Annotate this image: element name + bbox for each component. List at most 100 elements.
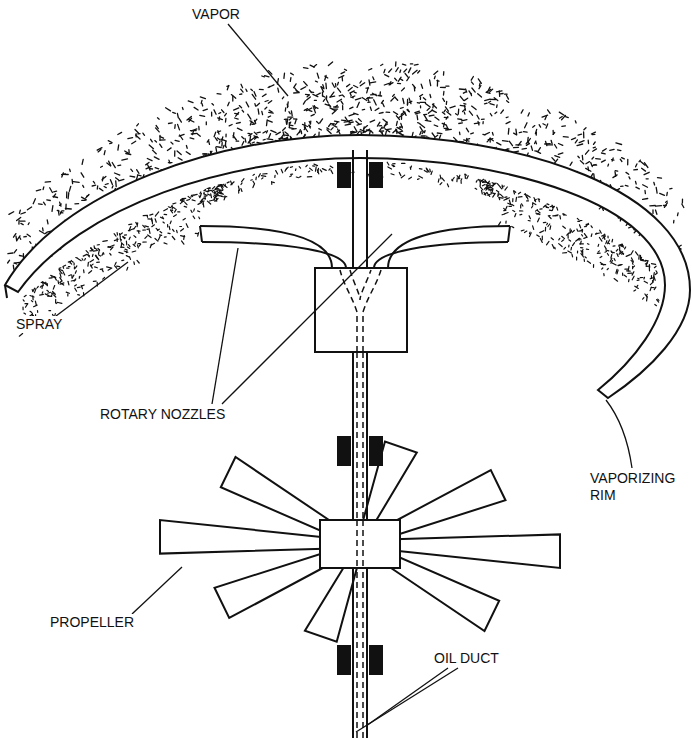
- speckle: [530, 233, 532, 237]
- speckle: [537, 235, 539, 237]
- speckle: [69, 169, 71, 171]
- speckle: [177, 114, 179, 118]
- speckle: [102, 176, 106, 179]
- speckle: [120, 240, 122, 242]
- speckle: [386, 112, 390, 114]
- speckle: [418, 122, 420, 124]
- speckle: [201, 198, 203, 201]
- speckle: [127, 247, 129, 248]
- speckle: [582, 230, 584, 232]
- speckle: [339, 94, 342, 96]
- speckle: [602, 268, 603, 269]
- speckle: [290, 124, 293, 126]
- speckle: [355, 98, 360, 100]
- speckle: [179, 118, 182, 122]
- speckle: [457, 176, 460, 179]
- speckle: [536, 213, 540, 215]
- speckle: [93, 281, 96, 282]
- speckle: [42, 187, 44, 190]
- speckle: [568, 245, 569, 247]
- speckle: [505, 221, 506, 223]
- speckle: [124, 251, 128, 252]
- speckle: [285, 168, 287, 171]
- speckle: [186, 152, 190, 155]
- speckle: [593, 265, 594, 268]
- speckle: [617, 254, 618, 257]
- speckle: [389, 69, 392, 72]
- speckle: [335, 122, 337, 125]
- speckle: [132, 251, 136, 252]
- speckle: [576, 257, 577, 260]
- speckle: [133, 262, 135, 265]
- speckle: [283, 128, 286, 131]
- speckle: [75, 203, 79, 204]
- speckle: [296, 91, 299, 93]
- speckle: [87, 262, 89, 266]
- speckle: [143, 229, 146, 230]
- speckle: [225, 113, 227, 115]
- speckle: [472, 106, 477, 109]
- speckle: [500, 194, 503, 197]
- speckle: [497, 143, 501, 145]
- speckle: [564, 247, 566, 249]
- speckle: [622, 253, 624, 255]
- speckle: [359, 119, 362, 122]
- speckle: [47, 199, 51, 201]
- speckle: [489, 101, 491, 102]
- speckle: [480, 180, 484, 182]
- speckle: [446, 117, 448, 120]
- speckle: [97, 262, 100, 263]
- speckle: [588, 140, 590, 143]
- speckle: [582, 250, 584, 253]
- speckle: [490, 104, 494, 105]
- speckle: [83, 270, 85, 273]
- speckle: [219, 141, 221, 143]
- speckle: [512, 199, 513, 202]
- speckle: [154, 157, 159, 159]
- speckle: [92, 184, 96, 186]
- speckle: [194, 194, 197, 196]
- speckle: [60, 273, 61, 277]
- speckle: [605, 246, 607, 249]
- speckle: [111, 245, 115, 247]
- speckle: [429, 114, 434, 116]
- speckle: [227, 85, 229, 87]
- speckle: [619, 245, 621, 246]
- speckle: [582, 235, 583, 236]
- speckle: [597, 244, 599, 246]
- speckle: [562, 240, 564, 242]
- speckle: [625, 247, 626, 249]
- speckle: [583, 132, 585, 138]
- speckle: [185, 202, 187, 204]
- speckle: [619, 252, 623, 255]
- speckle: [215, 147, 217, 151]
- speckle: [525, 123, 527, 128]
- speckle: [135, 130, 139, 134]
- speckle: [642, 168, 646, 171]
- speckle: [285, 132, 288, 134]
- speckle: [279, 138, 283, 139]
- speckle: [309, 110, 312, 111]
- speckle: [480, 179, 483, 182]
- speckle: [217, 185, 221, 187]
- speckle: [120, 233, 122, 235]
- speckle: [444, 128, 448, 129]
- speckle: [117, 145, 119, 150]
- speckle: [104, 151, 106, 155]
- speckle: [651, 287, 654, 288]
- speckle: [546, 124, 548, 128]
- speckle: [132, 141, 136, 144]
- speckle: [620, 159, 622, 161]
- speckle: [616, 269, 617, 273]
- speckle: [505, 213, 508, 214]
- speckle: [431, 171, 432, 174]
- speckle: [542, 236, 543, 240]
- speckle: [235, 118, 239, 119]
- speckle: [116, 178, 119, 180]
- speckle: [570, 231, 571, 232]
- speckle: [288, 116, 293, 117]
- speckle: [633, 266, 635, 268]
- speckle: [153, 150, 157, 154]
- speckle: [504, 208, 506, 210]
- speckle: [30, 311, 32, 312]
